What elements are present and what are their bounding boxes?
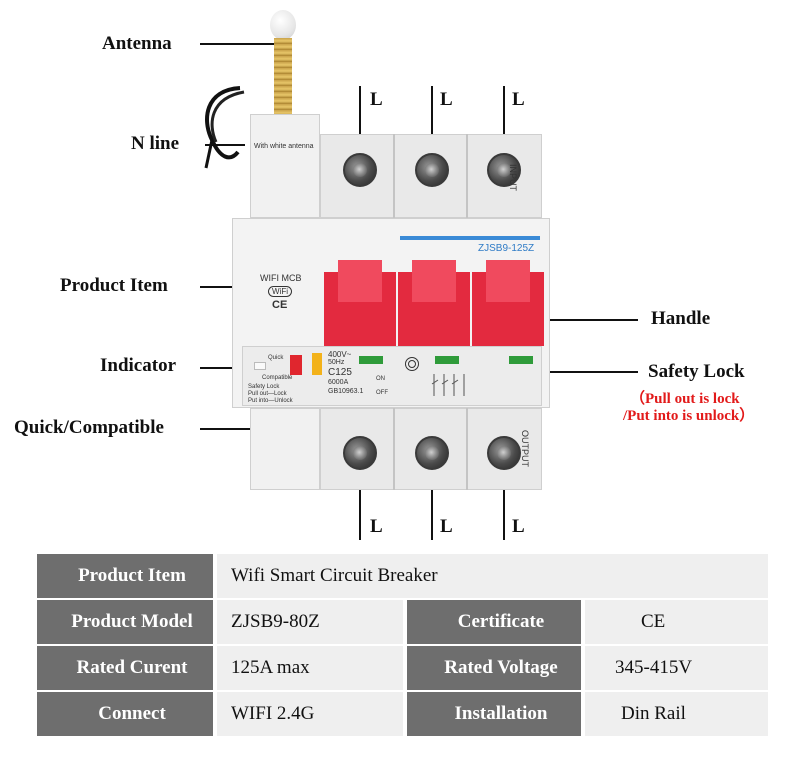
terminal-screw-top-2-icon xyxy=(415,153,449,187)
model-banner-stripe xyxy=(400,236,540,240)
rating-5: GB10963.1 xyxy=(328,388,364,395)
wifi-module-top xyxy=(250,114,320,218)
input-label: INPUT xyxy=(508,164,518,191)
rating-3: C125 xyxy=(328,367,352,378)
callout-indicator: Indicator xyxy=(100,355,176,376)
terminal-screw-top-1-icon xyxy=(343,153,377,187)
spec-value-rated-voltage: 345-415V xyxy=(585,646,768,692)
safety-lock-tab[interactable] xyxy=(312,353,322,375)
line-label-bottom-2: L xyxy=(440,516,453,537)
spec-value-rated-current: 125A max xyxy=(217,646,403,692)
indicator-light xyxy=(254,362,266,370)
model-banner: ZJSB9-125Z xyxy=(478,243,535,254)
ccc-mark-icon xyxy=(405,357,419,371)
indicator-window-2 xyxy=(435,356,459,364)
spec-value-product-item: Wifi Smart Circuit Breaker xyxy=(217,554,768,600)
quick-compatible-switch[interactable] xyxy=(290,355,302,375)
leader-line-top-1 xyxy=(359,86,361,158)
spec-label-certificate: Certificate xyxy=(403,600,585,646)
spec-label-installation: Installation xyxy=(403,692,585,738)
table-row: Rated Curent 125A max Rated Voltage 345-… xyxy=(37,646,768,692)
spec-value-connect: WIFI 2.4G xyxy=(217,692,403,738)
breaker-handle-3-grip xyxy=(486,260,530,302)
leader-line-bottom-2 xyxy=(431,470,433,540)
spec-label-product-item: Product Item xyxy=(37,554,217,600)
breaker-handle-2-grip xyxy=(412,260,456,302)
spec-table: Product Item Wifi Smart Circuit Breaker … xyxy=(37,554,768,738)
callout-quick-compatible: Quick/Compatible xyxy=(14,417,164,438)
lock-text-2: Pull out—Lock xyxy=(248,391,287,397)
callout-n-line: N line xyxy=(131,133,180,154)
circuit-diagram-icon xyxy=(431,374,465,396)
safety-lock-note-line-1: （Pull out is lock xyxy=(630,391,740,407)
terminal-screw-top-3-icon xyxy=(487,153,521,187)
ce-mark-icon: CE xyxy=(272,299,288,311)
leader-line-antenna xyxy=(200,43,276,45)
leader-line-n-line xyxy=(205,144,245,146)
spec-value-installation: Din Rail xyxy=(585,692,768,738)
table-row: Product Model ZJSB9-80Z Certificate CE xyxy=(37,600,768,646)
rating-4: 6000A xyxy=(328,379,349,386)
callout-antenna: Antenna xyxy=(102,33,172,54)
spec-value-certificate: CE xyxy=(585,600,768,646)
spec-label-product-model: Product Model xyxy=(37,600,217,646)
compatible-label: Compatible xyxy=(262,375,293,381)
leader-line-handle xyxy=(510,319,638,321)
output-label: OUTPUT xyxy=(520,430,530,467)
terminal-screw-bottom-3-icon xyxy=(487,436,521,470)
spec-label-rated-current: Rated Curent xyxy=(37,646,217,692)
wifi-badge-icon: WiFi xyxy=(268,286,292,297)
antenna-note: With white antenna xyxy=(254,143,314,150)
wifi-module-bottom xyxy=(250,408,320,490)
callout-product-item: Product Item xyxy=(60,275,168,296)
leader-line-bottom-1 xyxy=(359,470,361,540)
callout-handle: Handle xyxy=(651,308,711,329)
line-label-bottom-1: L xyxy=(370,516,383,537)
breaker-handle-1-grip xyxy=(338,260,382,302)
line-label-top-1: L xyxy=(370,89,383,110)
spec-label-rated-voltage: Rated Voltage xyxy=(403,646,585,692)
n-line-wire-icon xyxy=(204,86,245,169)
indicator-window-1 xyxy=(359,356,383,364)
leader-line-quick-compatible xyxy=(200,428,295,430)
leader-line-top-2 xyxy=(431,86,433,158)
spec-value-product-model: ZJSB9-80Z xyxy=(217,600,403,646)
line-label-bottom-3: L xyxy=(512,516,525,537)
lock-text-1: Safety Lock xyxy=(248,384,280,390)
terminal-screw-bottom-1-icon xyxy=(343,436,377,470)
on-label: ON xyxy=(376,376,385,382)
off-label: OFF xyxy=(376,390,388,396)
line-label-top-3: L xyxy=(512,89,525,110)
quick-label: Quick xyxy=(268,355,284,361)
rating-2: 50Hz xyxy=(328,359,345,366)
leader-line-bottom-3 xyxy=(503,470,505,540)
table-row: Connect WIFI 2.4G Installation Din Rail xyxy=(37,692,768,738)
wifi-mcb-label: WIFI MCB xyxy=(260,273,302,283)
indicator-window-3 xyxy=(509,356,533,364)
rating-1: 400V~ xyxy=(328,350,352,359)
table-row: Product Item Wifi Smart Circuit Breaker xyxy=(37,554,768,600)
callout-safety-lock: Safety Lock xyxy=(648,361,745,382)
breaker-illustration: With white antenna INPUT ZJSB9-125Z WIFI… xyxy=(204,10,552,495)
antenna-cap-icon xyxy=(270,10,296,40)
line-label-top-2: L xyxy=(440,89,453,110)
antenna-connector-icon xyxy=(274,38,292,116)
leader-line-top-3 xyxy=(503,86,505,158)
lock-text-3: Put into—Unlock xyxy=(248,398,293,404)
terminal-screw-bottom-2-icon xyxy=(415,436,449,470)
safety-lock-note-line-2: /Put into is unlock） xyxy=(623,408,755,424)
spec-label-connect: Connect xyxy=(37,692,217,738)
